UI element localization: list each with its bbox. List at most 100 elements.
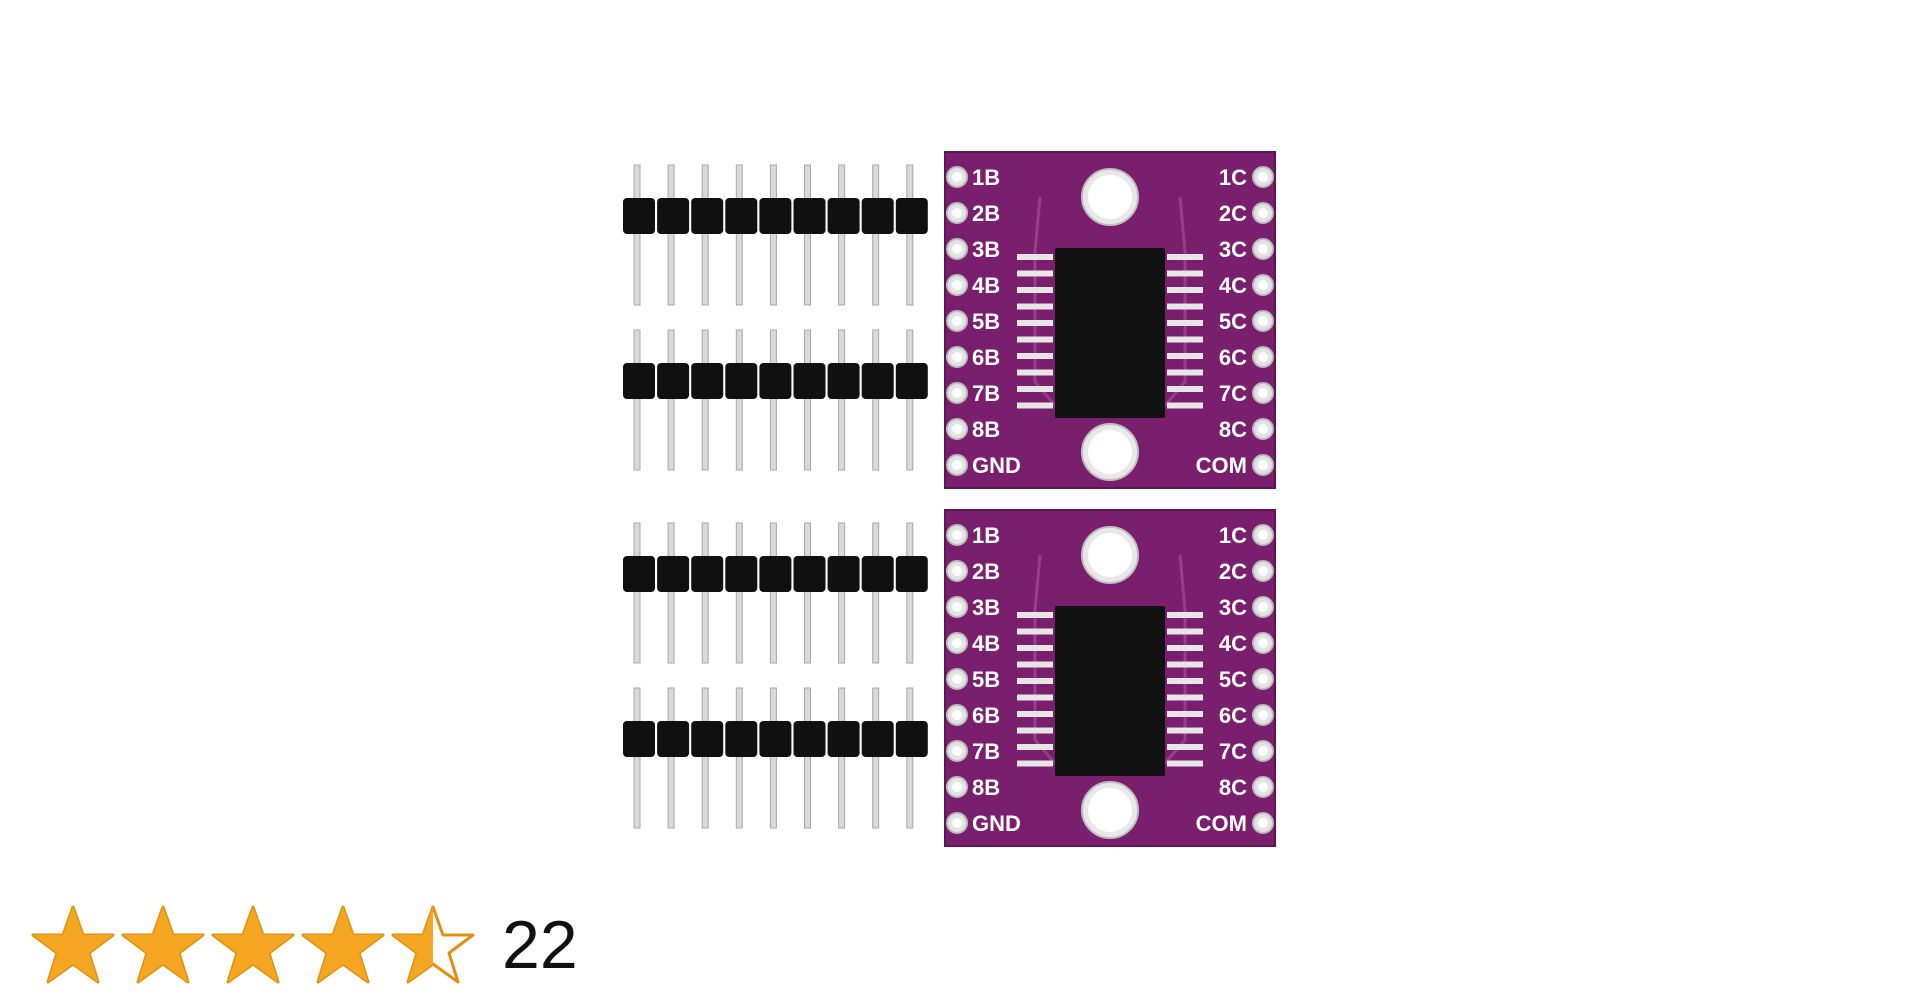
solder-pad-hole <box>1258 566 1268 576</box>
header-pin <box>804 522 811 664</box>
chip-lead <box>1167 402 1203 409</box>
header-plastic-block <box>861 721 894 757</box>
chip-lead <box>1017 694 1053 701</box>
header-plastic-block <box>725 198 758 234</box>
header-pin <box>872 687 880 829</box>
header-plastic-block <box>623 198 655 234</box>
pin-label-left: 3B <box>972 237 1000 262</box>
pin-header <box>623 164 928 306</box>
ic-chip <box>1055 606 1165 776</box>
header-plastic-block <box>793 721 826 757</box>
chip-lead <box>1167 320 1203 326</box>
mounting-hole-center <box>1088 533 1132 577</box>
header-plastic-block <box>657 198 690 234</box>
header-plastic-block <box>827 363 860 399</box>
ic-chip <box>1055 248 1165 418</box>
rating-stars <box>30 904 480 986</box>
header-pin <box>769 329 777 471</box>
header-plastic-block <box>657 556 690 592</box>
pin-label-right: 2C <box>1219 201 1247 226</box>
solder-pad-hole <box>1258 782 1268 792</box>
chip-lead <box>1017 254 1053 260</box>
pin-label-right: COM <box>1196 453 1247 478</box>
solder-pad-hole <box>952 746 962 756</box>
solder-pad-hole <box>952 818 962 828</box>
rating-count[interactable]: 22 <box>502 907 578 983</box>
chip-lead <box>1167 270 1203 277</box>
header-pin <box>735 164 743 306</box>
header-pin <box>735 329 743 471</box>
star-icon <box>211 905 295 984</box>
pin-label-right: 8C <box>1219 417 1247 442</box>
header-pin <box>804 164 811 306</box>
solder-pad-hole <box>1258 818 1268 828</box>
pin-header <box>623 329 928 471</box>
pin-headers <box>623 164 928 829</box>
solder-pad-hole <box>952 566 962 576</box>
pin-label-right: 4C <box>1219 631 1247 656</box>
chip-lead <box>1167 336 1203 343</box>
solder-pad-hole <box>1258 746 1268 756</box>
header-pin <box>838 329 846 471</box>
pin-label-left: 4B <box>972 273 1000 298</box>
pin-label-left: 8B <box>972 417 1000 442</box>
header-pin <box>667 687 675 829</box>
header-pin <box>667 522 675 664</box>
pin-label-left: 7B <box>972 381 1000 406</box>
star-icon <box>31 905 115 984</box>
star-icon <box>301 905 385 984</box>
chip-lead <box>1017 711 1053 717</box>
header-plastic-block <box>895 363 928 399</box>
chip-lead <box>1017 287 1053 293</box>
chip-lead <box>1167 694 1203 701</box>
solder-pad-hole <box>952 638 962 648</box>
pin-label-left: 5B <box>972 667 1000 692</box>
header-pin <box>769 687 777 829</box>
chip-lead <box>1017 320 1053 326</box>
chip-lead <box>1017 303 1053 310</box>
chip-lead <box>1017 744 1053 750</box>
solder-pad-hole <box>1258 244 1268 254</box>
header-pin <box>701 687 709 829</box>
header-plastic-block <box>759 556 792 592</box>
chip-lead <box>1167 612 1203 618</box>
star-rating[interactable]: 22 <box>30 900 578 990</box>
solder-pad-hole <box>952 424 962 434</box>
header-plastic-block <box>725 363 758 399</box>
chip-lead <box>1017 678 1053 684</box>
pin-label-left: 1B <box>972 165 1000 190</box>
header-pin <box>667 329 675 471</box>
chip-lead <box>1017 369 1053 376</box>
solder-pad-hole <box>952 530 962 540</box>
header-plastic-block <box>725 556 758 592</box>
solder-pad-hole <box>952 352 962 362</box>
chip-lead <box>1167 369 1203 376</box>
chip-lead <box>1017 645 1053 651</box>
pin-label-right: 8C <box>1219 775 1247 800</box>
pin-label-left: 7B <box>972 739 1000 764</box>
pin-label-right: 7C <box>1219 739 1247 764</box>
header-plastic-block <box>793 198 826 234</box>
solder-pad-hole <box>1258 424 1268 434</box>
header-plastic-block <box>895 198 928 234</box>
header-pin <box>701 329 709 471</box>
header-plastic-block <box>759 363 792 399</box>
header-plastic-block <box>759 198 792 234</box>
chip-lead <box>1167 711 1203 717</box>
pin-label-left: 6B <box>972 703 1000 728</box>
mounting-hole-center <box>1088 175 1132 219</box>
chip-lead <box>1017 386 1053 392</box>
header-pin <box>838 522 846 664</box>
header-pin <box>804 687 811 829</box>
chip-lead <box>1167 727 1203 734</box>
pin-label-right: 1C <box>1219 165 1247 190</box>
solder-pad-hole <box>952 710 962 720</box>
solder-pad-hole <box>1258 316 1268 326</box>
pcb-trace <box>1033 554 1067 776</box>
pin-label-left: 4B <box>972 631 1000 656</box>
pin-label-left: GND <box>972 811 1021 836</box>
pin-label-right: 1C <box>1219 523 1247 548</box>
solder-pad-hole <box>952 244 962 254</box>
